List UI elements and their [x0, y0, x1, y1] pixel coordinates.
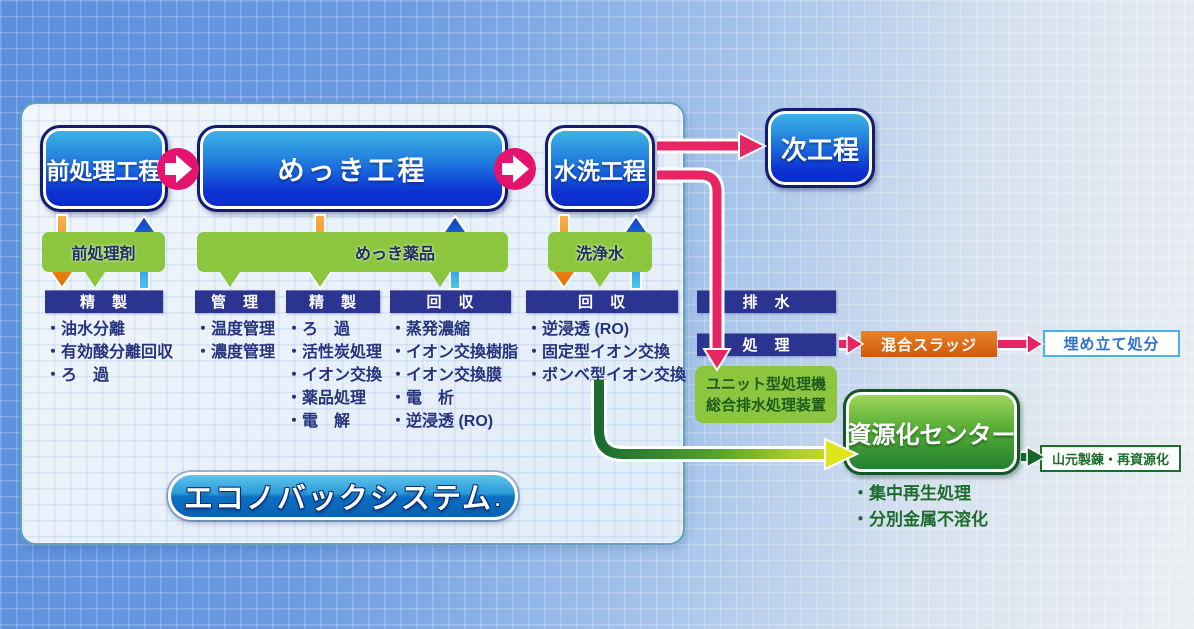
resource-center-bullet-list: ・集中再生処理 ・分別金属不溶化 — [852, 481, 988, 533]
unit-treatment-line1: ユニット型処理機 — [705, 375, 826, 393]
landfill-disposal-label: 埋め立て処分 — [1063, 336, 1160, 353]
supply-bar-label: 前処理剤 — [71, 246, 136, 263]
unit-treatment-box: ユニット型処理機 総合排水処理装置 — [695, 366, 837, 423]
arrow-sludge-to-landfill — [998, 332, 1045, 356]
process-box-label: めっき工程 — [277, 156, 428, 186]
logo-text: エコノバックシステム — [183, 483, 494, 515]
smelting-recycling-box: 山元製錬・再資源化 — [1040, 445, 1181, 472]
column-header-refining-1: 精 製 — [45, 290, 163, 313]
supply-bar-rinse-water: 洗浄水 — [548, 232, 652, 287]
mixed-sludge-label: 混合スラッジ — [880, 336, 977, 354]
list-item: ・温度管理 — [195, 321, 276, 338]
bubble-tail — [590, 272, 610, 287]
list-item: ・電 析 — [390, 390, 455, 407]
process-box-label: 次工程 — [780, 134, 859, 165]
list-item: ・固定型イオン交換 — [526, 344, 671, 361]
list-item: ・ろ 過 — [286, 321, 351, 338]
list-item: ・濃度管理 — [195, 344, 276, 361]
bullet-list-management: ・温度管理 ・濃度管理 — [195, 318, 275, 364]
arrow-treatment-to-sludge — [839, 332, 865, 356]
column-header-label: 回 収 — [577, 294, 626, 311]
column-header-label: 回 収 — [426, 294, 475, 311]
landfill-disposal-box: 埋め立て処分 — [1043, 330, 1180, 357]
logo-registered-mark: . — [495, 490, 503, 510]
treatment-bar: 処 理 — [697, 333, 836, 356]
unit-treatment-line2: 総合排水処理装置 — [705, 396, 826, 414]
supply-bar-pretreatment-agent: 前処理剤 — [42, 232, 165, 287]
list-item: ・イオン交換樹脂 — [390, 344, 519, 361]
column-header-management: 管 理 — [195, 290, 275, 313]
list-item: ・集中再生処理 — [852, 484, 971, 503]
list-item: ・逆浸透 (RO) — [390, 413, 494, 430]
list-item: ・ボンベ型イオン交換 — [526, 367, 687, 384]
column-header-recovery-2: 回 収 — [526, 290, 678, 313]
column-header-label: 管 理 — [210, 294, 259, 311]
bullet-list-refining-1: ・油水分離 ・有効酸分離回収 ・ろ 過 — [45, 318, 173, 387]
flow-circle-arrow-icon — [494, 148, 536, 190]
supply-bar-label: 洗浄水 — [575, 246, 625, 263]
list-item: ・逆浸透 (RO) — [526, 321, 630, 338]
list-item: ・分別金属不溶化 — [852, 510, 988, 529]
drain-bar-label: 排 水 — [742, 294, 791, 311]
bubble-tail — [220, 272, 240, 287]
list-item: ・蒸発濃縮 — [390, 321, 471, 338]
list-item: ・イオン交換膜 — [390, 367, 503, 384]
bubble-tail — [85, 272, 105, 287]
list-item: ・有効酸分離回収 — [45, 344, 174, 361]
process-box-rinsing: 水洗工程 — [545, 125, 655, 212]
list-item: ・油水分離 — [45, 321, 126, 338]
bubble-tail — [310, 272, 330, 287]
bullet-list-recovery-1: ・蒸発濃縮 ・イオン交換樹脂 ・イオン交換膜 ・電 析 ・逆浸透 (RO) — [390, 318, 518, 433]
treatment-bar-label: 処 理 — [742, 337, 791, 354]
list-item: ・活性炭処理 — [286, 344, 383, 361]
process-box-label: 前処理工程 — [46, 157, 162, 184]
list-item: ・薬品処理 — [286, 390, 367, 407]
bubble-tail — [430, 272, 450, 287]
supply-bar-plating-chemicals: めっき薬品 — [197, 232, 508, 287]
bullet-list-refining-2: ・ろ 過 ・活性炭処理 ・イオン交換 ・薬品処理 ・電 解 — [286, 318, 382, 433]
mixed-sludge-box: 混合スラッジ — [861, 331, 997, 357]
smelting-recycling-label: 山元製錬・再資源化 — [1051, 452, 1169, 467]
drain-bar: 排 水 — [697, 290, 836, 313]
resource-center-label: 資源化センター — [847, 421, 1016, 449]
column-header-recovery-1: 回 収 — [390, 290, 511, 313]
column-header-label: 精 製 — [308, 294, 357, 311]
econopack-system-logo: エコノバックシステム . — [168, 472, 518, 520]
process-box-plating: めっき工程 — [197, 125, 508, 212]
process-box-label: 水洗工程 — [554, 157, 646, 184]
process-box-pretreatment: 前処理工程 — [40, 125, 168, 212]
supply-bar-label: めっき薬品 — [355, 246, 436, 263]
list-item: ・ろ 過 — [45, 367, 110, 384]
column-header-label: 精 製 — [79, 294, 128, 311]
column-header-refining-2: 精 製 — [286, 290, 380, 313]
process-box-next: 次工程 — [765, 108, 875, 188]
bullet-list-recovery-2: ・逆浸透 (RO) ・固定型イオン交換 ・ボンベ型イオン交換 — [526, 318, 686, 387]
list-item: ・電 解 — [286, 413, 351, 430]
resource-center-box: 資源化センター — [843, 389, 1020, 475]
list-item: ・イオン交換 — [286, 367, 383, 384]
flow-circle-arrow-icon — [157, 148, 199, 190]
